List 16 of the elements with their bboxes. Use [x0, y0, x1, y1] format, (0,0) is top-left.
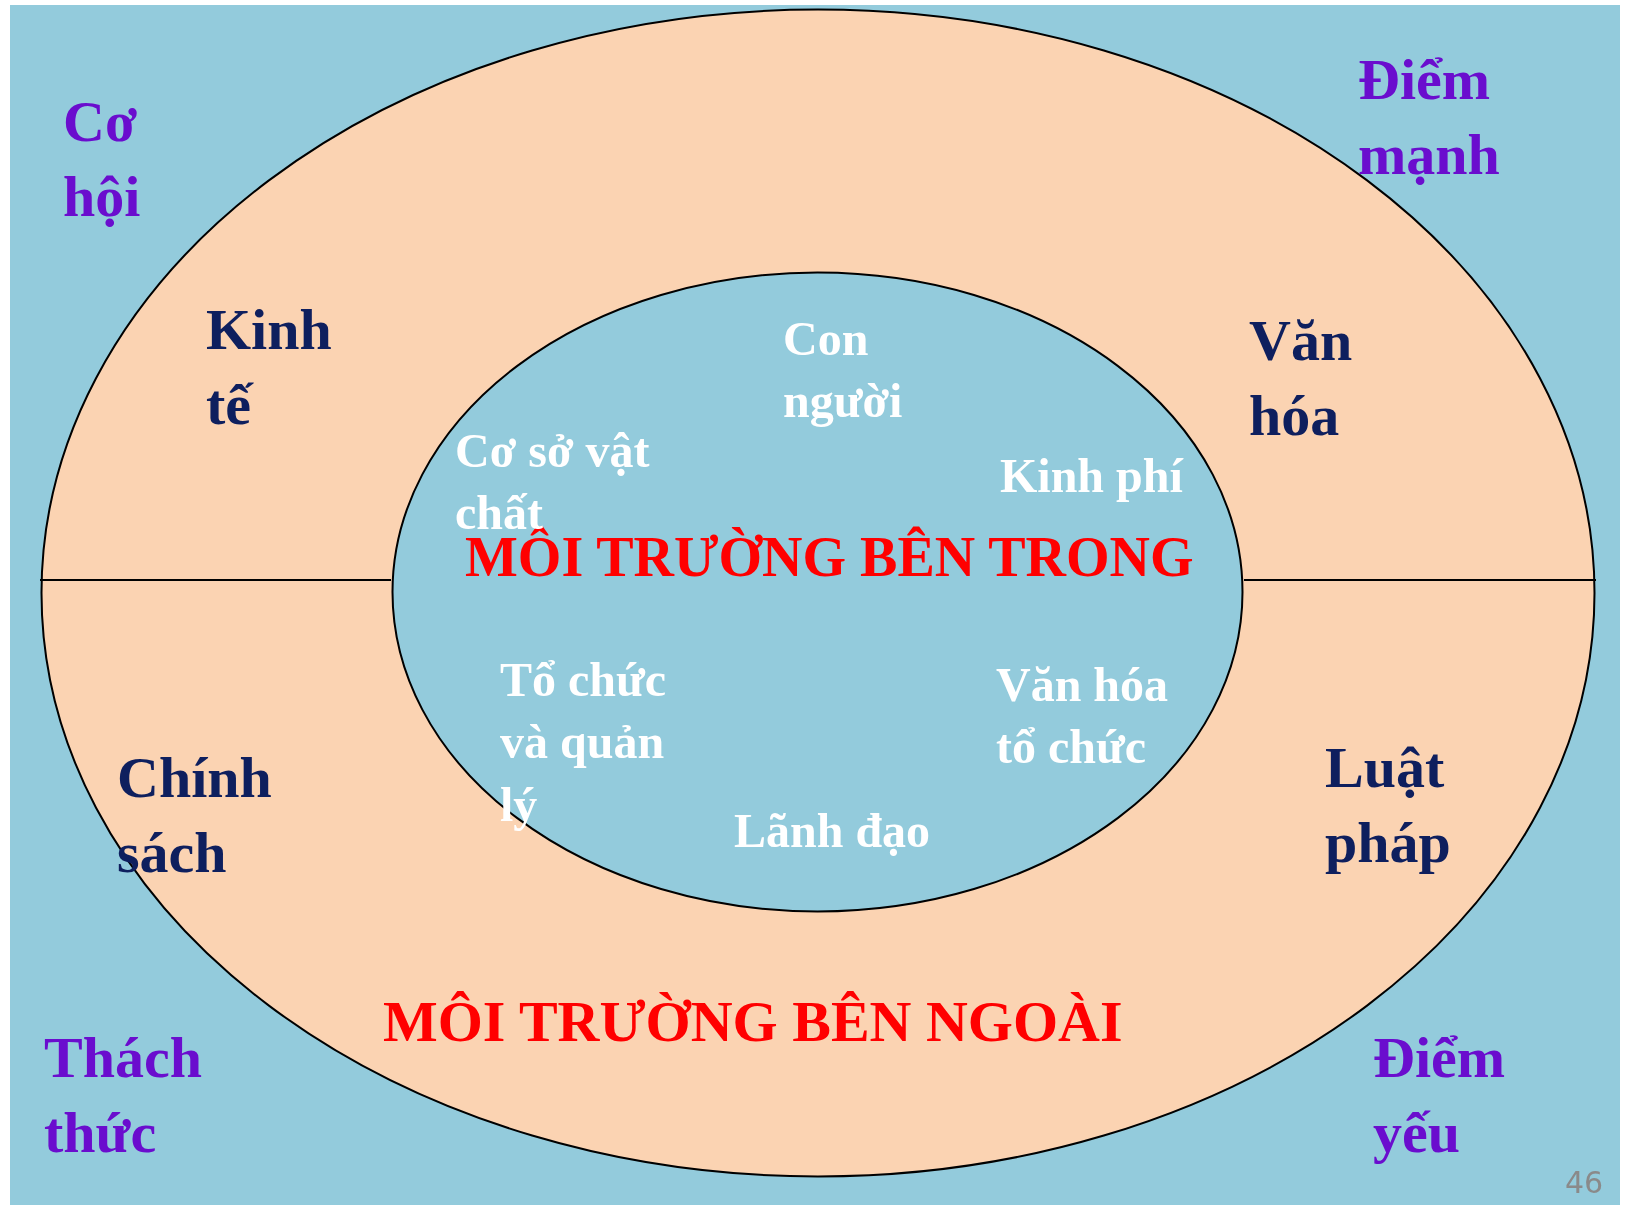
quadrant-label: Điểm yếu [1373, 1024, 1507, 1168]
factor-label: Kinh phí [1000, 448, 1185, 504]
page-number: 46 [1565, 1168, 1605, 1198]
quadrant-label: Điểm mạnh [1358, 46, 1501, 190]
factor-label: Văn hóa [1249, 307, 1354, 451]
factor-label: Chính sách [117, 744, 273, 888]
ellipse-region [391, 271, 1244, 913]
factor-label: Luật pháp [1325, 734, 1452, 878]
region-title: MÔI TRƯỜNG BÊN NGOÀI [383, 988, 1123, 1056]
factor-label: Kinh tế [206, 296, 333, 440]
factor-label: Văn hóa tổ chức [996, 657, 1170, 776]
factor-label: Con người [783, 311, 904, 430]
factor-label: Tổ chức và quản lý [500, 652, 668, 833]
quadrant-label: Thách thức [44, 1024, 203, 1168]
factor-label: Lãnh đạo [734, 803, 932, 859]
quadrant-label: Cơ hội [63, 88, 142, 232]
